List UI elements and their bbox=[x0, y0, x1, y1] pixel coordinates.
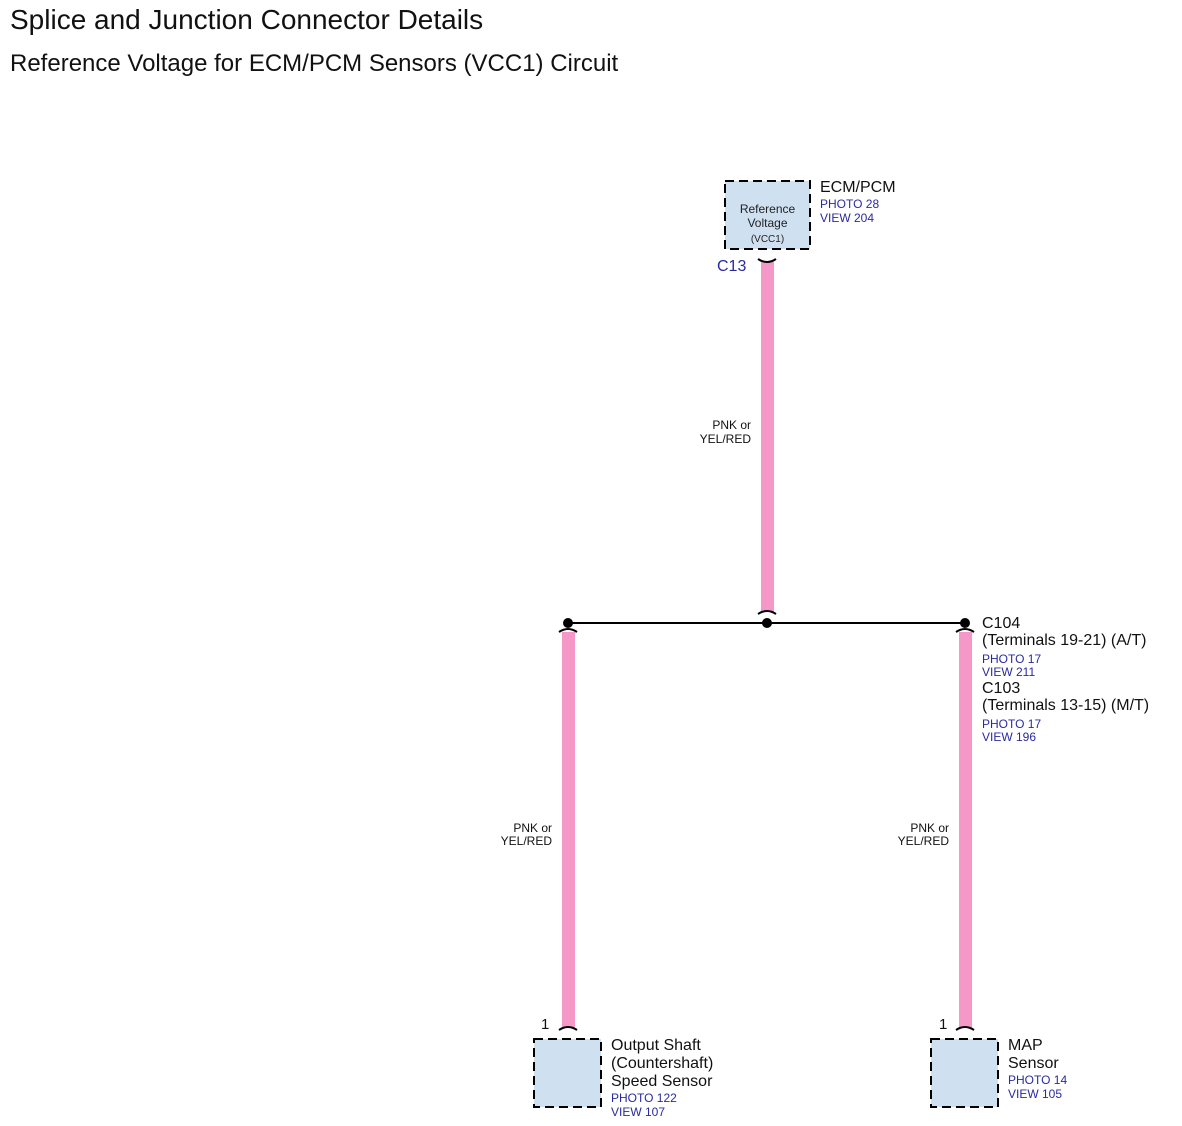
map-sensor-pin: 1 bbox=[939, 1016, 948, 1033]
splice-node-left bbox=[563, 618, 573, 628]
wire-right bbox=[959, 632, 972, 1028]
connector-c104-terminals: (Terminals 19-21) (A/T) bbox=[982, 632, 1147, 649]
wire-right-label-2: YEL/RED bbox=[897, 834, 949, 848]
output-shaft-sensor-photo-ref: PHOTO 122 bbox=[611, 1091, 677, 1105]
map-sensor-photo-ref: PHOTO 14 bbox=[1008, 1073, 1068, 1087]
wire-left bbox=[562, 632, 575, 1028]
map-sensor-name-1: MAP bbox=[1008, 1037, 1043, 1054]
terminal-bracket-right-pin bbox=[955, 1026, 975, 1031]
splice-node-right bbox=[960, 618, 970, 628]
wire-top-label-2: YEL/RED bbox=[699, 432, 751, 446]
connector-c13-label: C13 bbox=[717, 258, 747, 275]
connector-c103-view-ref: VIEW 196 bbox=[982, 730, 1037, 744]
wire-left-label-2: YEL/RED bbox=[500, 834, 552, 848]
wire-top bbox=[761, 262, 774, 612]
splice-node-center bbox=[762, 618, 772, 628]
ecm-box-label-2: Voltage bbox=[747, 216, 788, 230]
map-sensor-name-2: Sensor bbox=[1008, 1055, 1059, 1072]
ecm-box bbox=[724, 180, 811, 250]
connector-c104-label: C104 bbox=[982, 615, 1021, 632]
output-shaft-sensor-view-ref: VIEW 107 bbox=[611, 1105, 666, 1119]
page-title: Splice and Junction Connector Details bbox=[10, 4, 484, 35]
connector-c103-photo-ref: PHOTO 17 bbox=[982, 717, 1042, 731]
ecm-view-ref: VIEW 204 bbox=[820, 211, 875, 225]
output-shaft-sensor-name-2: (Countershaft) bbox=[611, 1055, 714, 1072]
wire-top-label-1: PNK or bbox=[712, 418, 751, 432]
map-sensor-view-ref: VIEW 105 bbox=[1008, 1087, 1063, 1101]
terminal-bracket-c13 bbox=[757, 258, 777, 263]
page-subtitle: Reference Voltage for ECM/PCM Sensors (V… bbox=[10, 50, 619, 77]
ecm-name: ECM/PCM bbox=[820, 179, 896, 196]
output-shaft-sensor-box bbox=[533, 1038, 602, 1108]
ecm-box-label-3: (VCC1) bbox=[750, 234, 785, 245]
output-shaft-sensor-name-3: Speed Sensor bbox=[611, 1073, 713, 1090]
output-shaft-sensor-name-1: Output Shaft bbox=[611, 1037, 701, 1054]
connector-c103-label: C103 bbox=[982, 680, 1021, 697]
wire-left-label-1: PNK or bbox=[513, 821, 552, 835]
terminal-bracket-center bbox=[757, 610, 777, 615]
ecm-photo-ref: PHOTO 28 bbox=[820, 197, 880, 211]
wire-right-label-1: PNK or bbox=[910, 821, 949, 835]
connector-c104-photo-ref: PHOTO 17 bbox=[982, 652, 1042, 666]
terminal-bracket-left-pin bbox=[558, 1026, 578, 1031]
terminal-bracket-right bbox=[955, 628, 975, 633]
terminal-bracket-left bbox=[558, 628, 578, 633]
connector-c104-view-ref: VIEW 211 bbox=[982, 665, 1036, 679]
ecm-box-label-1: Reference bbox=[739, 202, 796, 216]
output-shaft-sensor-pin: 1 bbox=[541, 1016, 550, 1033]
map-sensor-box bbox=[930, 1038, 999, 1108]
connector-c103-terminals: (Terminals 13-15) (M/T) bbox=[982, 697, 1150, 714]
